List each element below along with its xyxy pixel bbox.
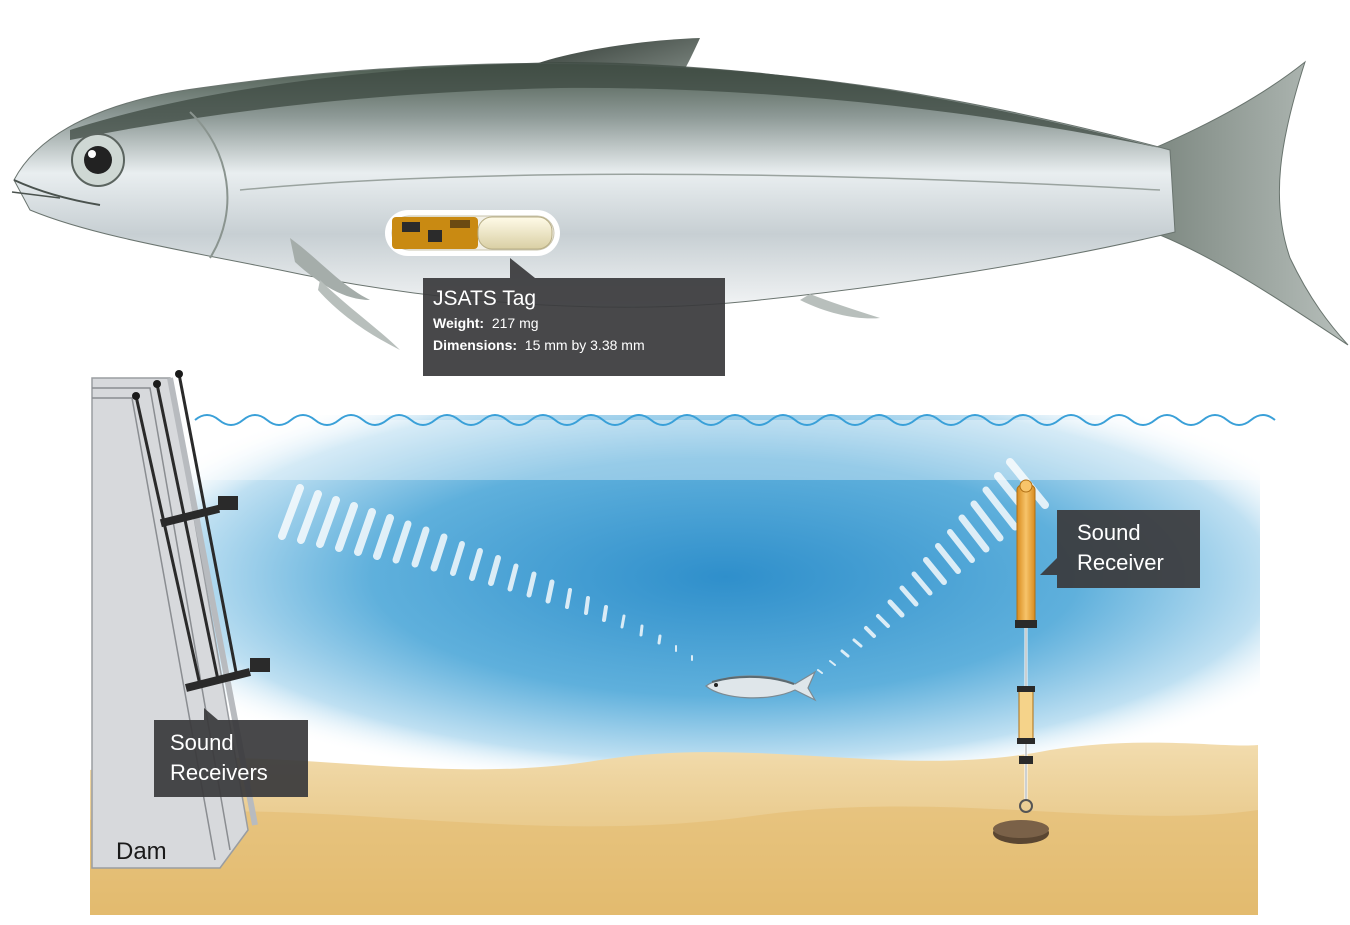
- dam-label: Dam: [116, 838, 167, 865]
- tag-title: JSATS Tag: [433, 287, 537, 310]
- water-body: [190, 415, 1260, 775]
- right-callout-pointer: [1040, 558, 1057, 575]
- water-surface-line: [194, 414, 1276, 426]
- dam-receiver-lower: [185, 658, 270, 692]
- sound-receiver-line2: Receiver: [1077, 550, 1164, 575]
- tag-dimensions-value: 15 mm by 3.38 mm: [524, 337, 645, 353]
- sand-dune: [90, 806, 1258, 915]
- left-callout-pointer: [204, 708, 218, 720]
- tag-weight-row: Weight: 217 mg: [433, 312, 725, 334]
- sound-receivers-callout: Sound Receivers: [154, 720, 308, 797]
- sound-receiver-callout: Sound Receiver: [1057, 510, 1200, 588]
- tag-battery: [477, 216, 553, 250]
- sound-receiver-buoy: [993, 479, 1049, 844]
- tag-weight-label: Weight:: [433, 315, 485, 331]
- tag-callout-pointer: [510, 258, 535, 278]
- sound-receiver-line1: Sound: [1077, 520, 1141, 545]
- sound-receivers-line2: Receivers: [170, 760, 268, 785]
- tag-weight-value: 217 mg: [491, 315, 539, 331]
- salmon-fish: [11, 38, 1349, 350]
- tag-dimensions-row: Dimensions: 15 mm by 3.38 mm: [433, 334, 725, 356]
- small-fish: [705, 670, 817, 702]
- jsats-tag-callout: JSATS Tag Weight: 217 mg Dimensions: 15 …: [423, 278, 725, 376]
- sound-receivers-line1: Sound: [170, 730, 234, 755]
- tag-dimensions-label: Dimensions:: [433, 337, 518, 353]
- dam-receiver-upper: [159, 496, 238, 528]
- sound-waves-left: [278, 484, 693, 661]
